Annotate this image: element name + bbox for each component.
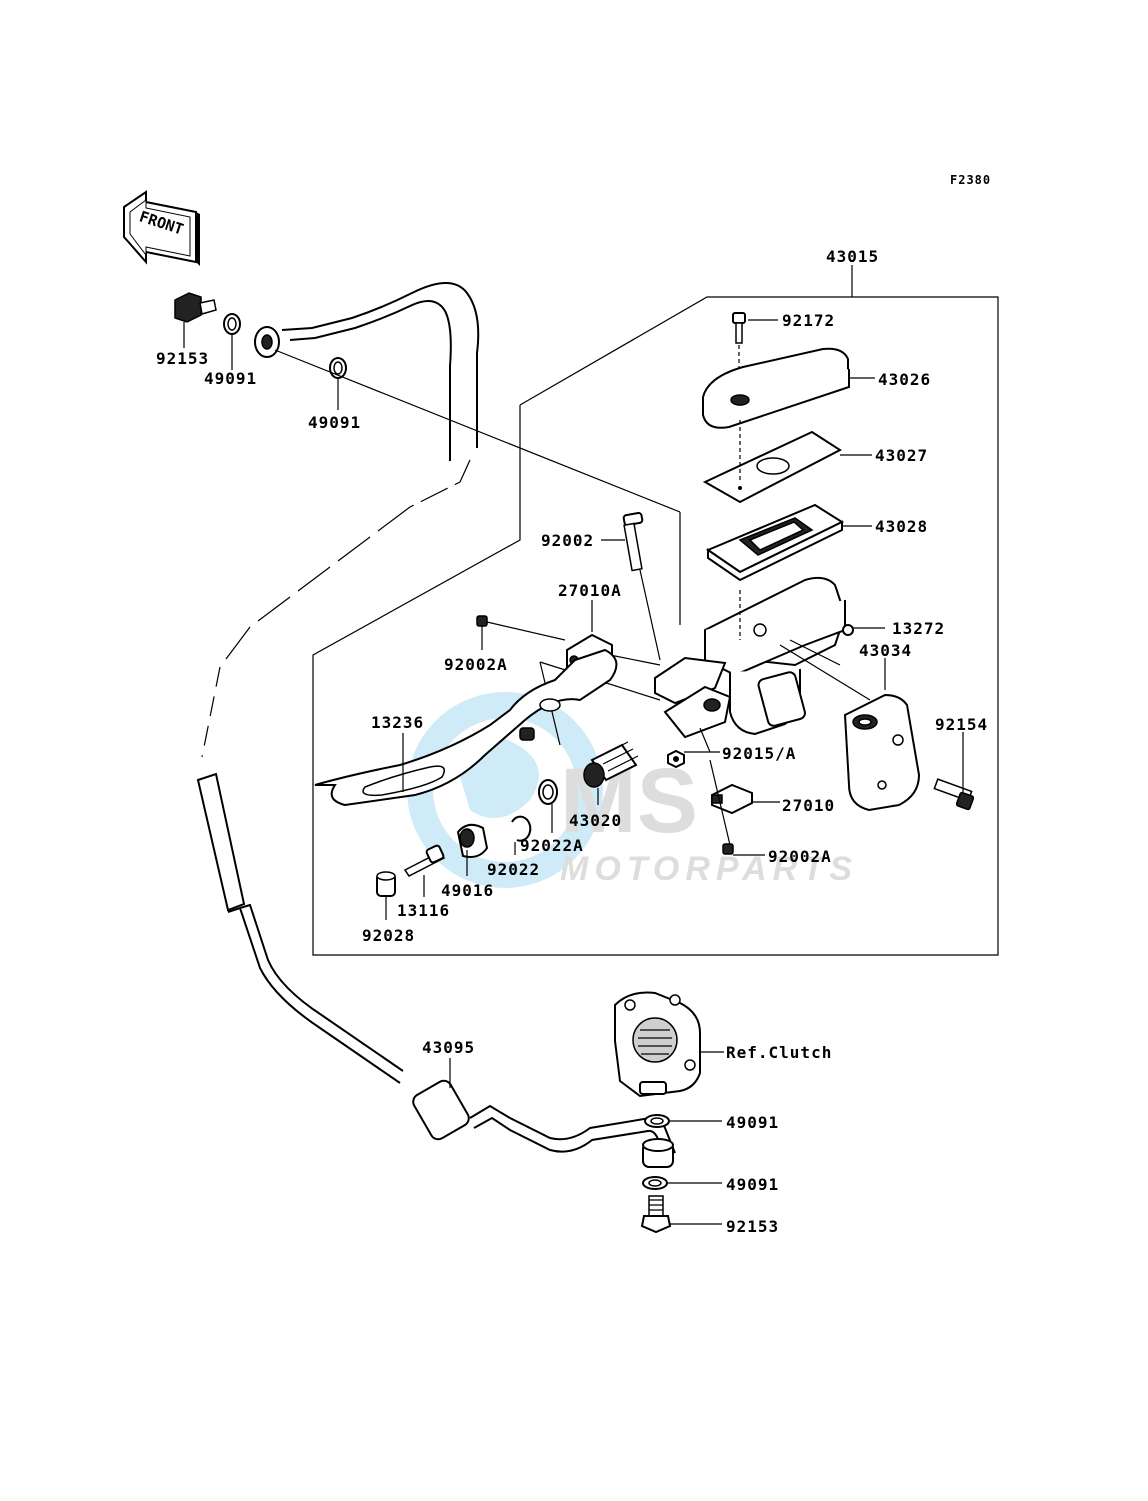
- washer-bottom-1: 49091: [644, 1113, 779, 1132]
- washer-top-2: 49091: [274, 349, 681, 625]
- switch-bracket: 27010: [709, 759, 835, 846]
- hose-callout: 43095: [422, 1038, 475, 1088]
- callout-ref: Ref.Clutch: [726, 1043, 832, 1062]
- clutch-hose: [196, 282, 676, 1168]
- callout-washer-a: 92022A: [520, 836, 584, 855]
- lock-nut: 92015/A: [667, 727, 796, 769]
- washer-top-1: 49091: [204, 313, 257, 388]
- callout-washer-bottom-2: 49091: [726, 1175, 779, 1194]
- watermark-globe: [407, 692, 603, 888]
- callout-nut: 92015/A: [722, 744, 796, 763]
- banjo-bolt-top: 92153: [156, 292, 217, 368]
- bolt-cap-screw: 92172: [732, 311, 835, 395]
- callout-piston: 43020: [569, 811, 622, 830]
- screw-upper: 92002A: [444, 615, 566, 674]
- callout-banjo-bolt-top: 92153: [156, 349, 209, 368]
- circlip: 92022: [487, 815, 540, 879]
- screw-lower: 92002A: [722, 843, 832, 866]
- master-cylinder-body: [704, 576, 847, 736]
- handlebar-holder: 43034: [779, 641, 921, 812]
- callout-diaphragm: 43028: [875, 517, 928, 536]
- callout-pushrod: 13116: [397, 901, 450, 920]
- dust-boot: 49016: [441, 823, 494, 900]
- assembly-outline: [312, 265, 999, 956]
- callout-lever: 13236: [371, 713, 424, 732]
- callout-bracket-a: 27010A: [558, 581, 622, 600]
- callout-screw-b: 92002A: [768, 847, 832, 866]
- pivot-cap: 92028: [362, 871, 415, 945]
- clutch-lever: 13236: [314, 648, 618, 807]
- banjo-bolt-bottom: 92153: [640, 1195, 779, 1236]
- figure-code: F2380: [950, 173, 991, 187]
- callout-washer-top-2: 49091: [308, 413, 361, 432]
- callout-bracket: 27010: [782, 796, 835, 815]
- clutch-slave-cylinder: Ref.Clutch: [614, 991, 832, 1098]
- callout-boot: 49016: [441, 881, 494, 900]
- callout-bolt-body: 92002: [541, 531, 594, 550]
- callout-assembly: 43015: [826, 247, 879, 266]
- reservoir-plate: 43027: [702, 420, 928, 504]
- push-rod: 13116: [397, 844, 450, 920]
- reservoir-cap: 43026: [702, 347, 931, 429]
- callout-banjo-bolt-bottom: 92153: [726, 1217, 779, 1236]
- callout-screw-a: 92002A: [444, 655, 508, 674]
- holder-bolt: 92154: [933, 715, 988, 811]
- callout-cap-small: 13272: [892, 619, 945, 638]
- callout-circlip: 92022: [487, 860, 540, 879]
- seal-washer: 92022A: [520, 779, 584, 855]
- callout-washer-bottom-1: 49091: [726, 1113, 779, 1132]
- callout-hose: 43095: [422, 1038, 475, 1057]
- lever-pivot-block: [539, 656, 732, 746]
- callout-washer-top-1: 49091: [204, 369, 257, 388]
- callout-bolt-top: 92172: [782, 311, 835, 330]
- callout-holder: 43034: [859, 641, 912, 660]
- pivot-bolt: 92002: [541, 511, 661, 661]
- front-arrow-icon: FRONT: [123, 190, 200, 266]
- hose-sleeve: [412, 1079, 470, 1141]
- small-cap: 13272: [842, 619, 945, 638]
- reservoir-diaphragm: 43028: [705, 503, 928, 582]
- callout-pivot-cap: 92028: [362, 926, 415, 945]
- washer-bottom-2: 49091: [642, 1175, 779, 1194]
- callout-bolt-holder: 92154: [935, 715, 988, 734]
- callout-plate: 43027: [875, 446, 928, 465]
- watermark-subtitle: MOTORPARTS: [560, 850, 858, 888]
- piston-kit: 43020: [569, 741, 639, 830]
- callout-cap: 43026: [878, 370, 931, 389]
